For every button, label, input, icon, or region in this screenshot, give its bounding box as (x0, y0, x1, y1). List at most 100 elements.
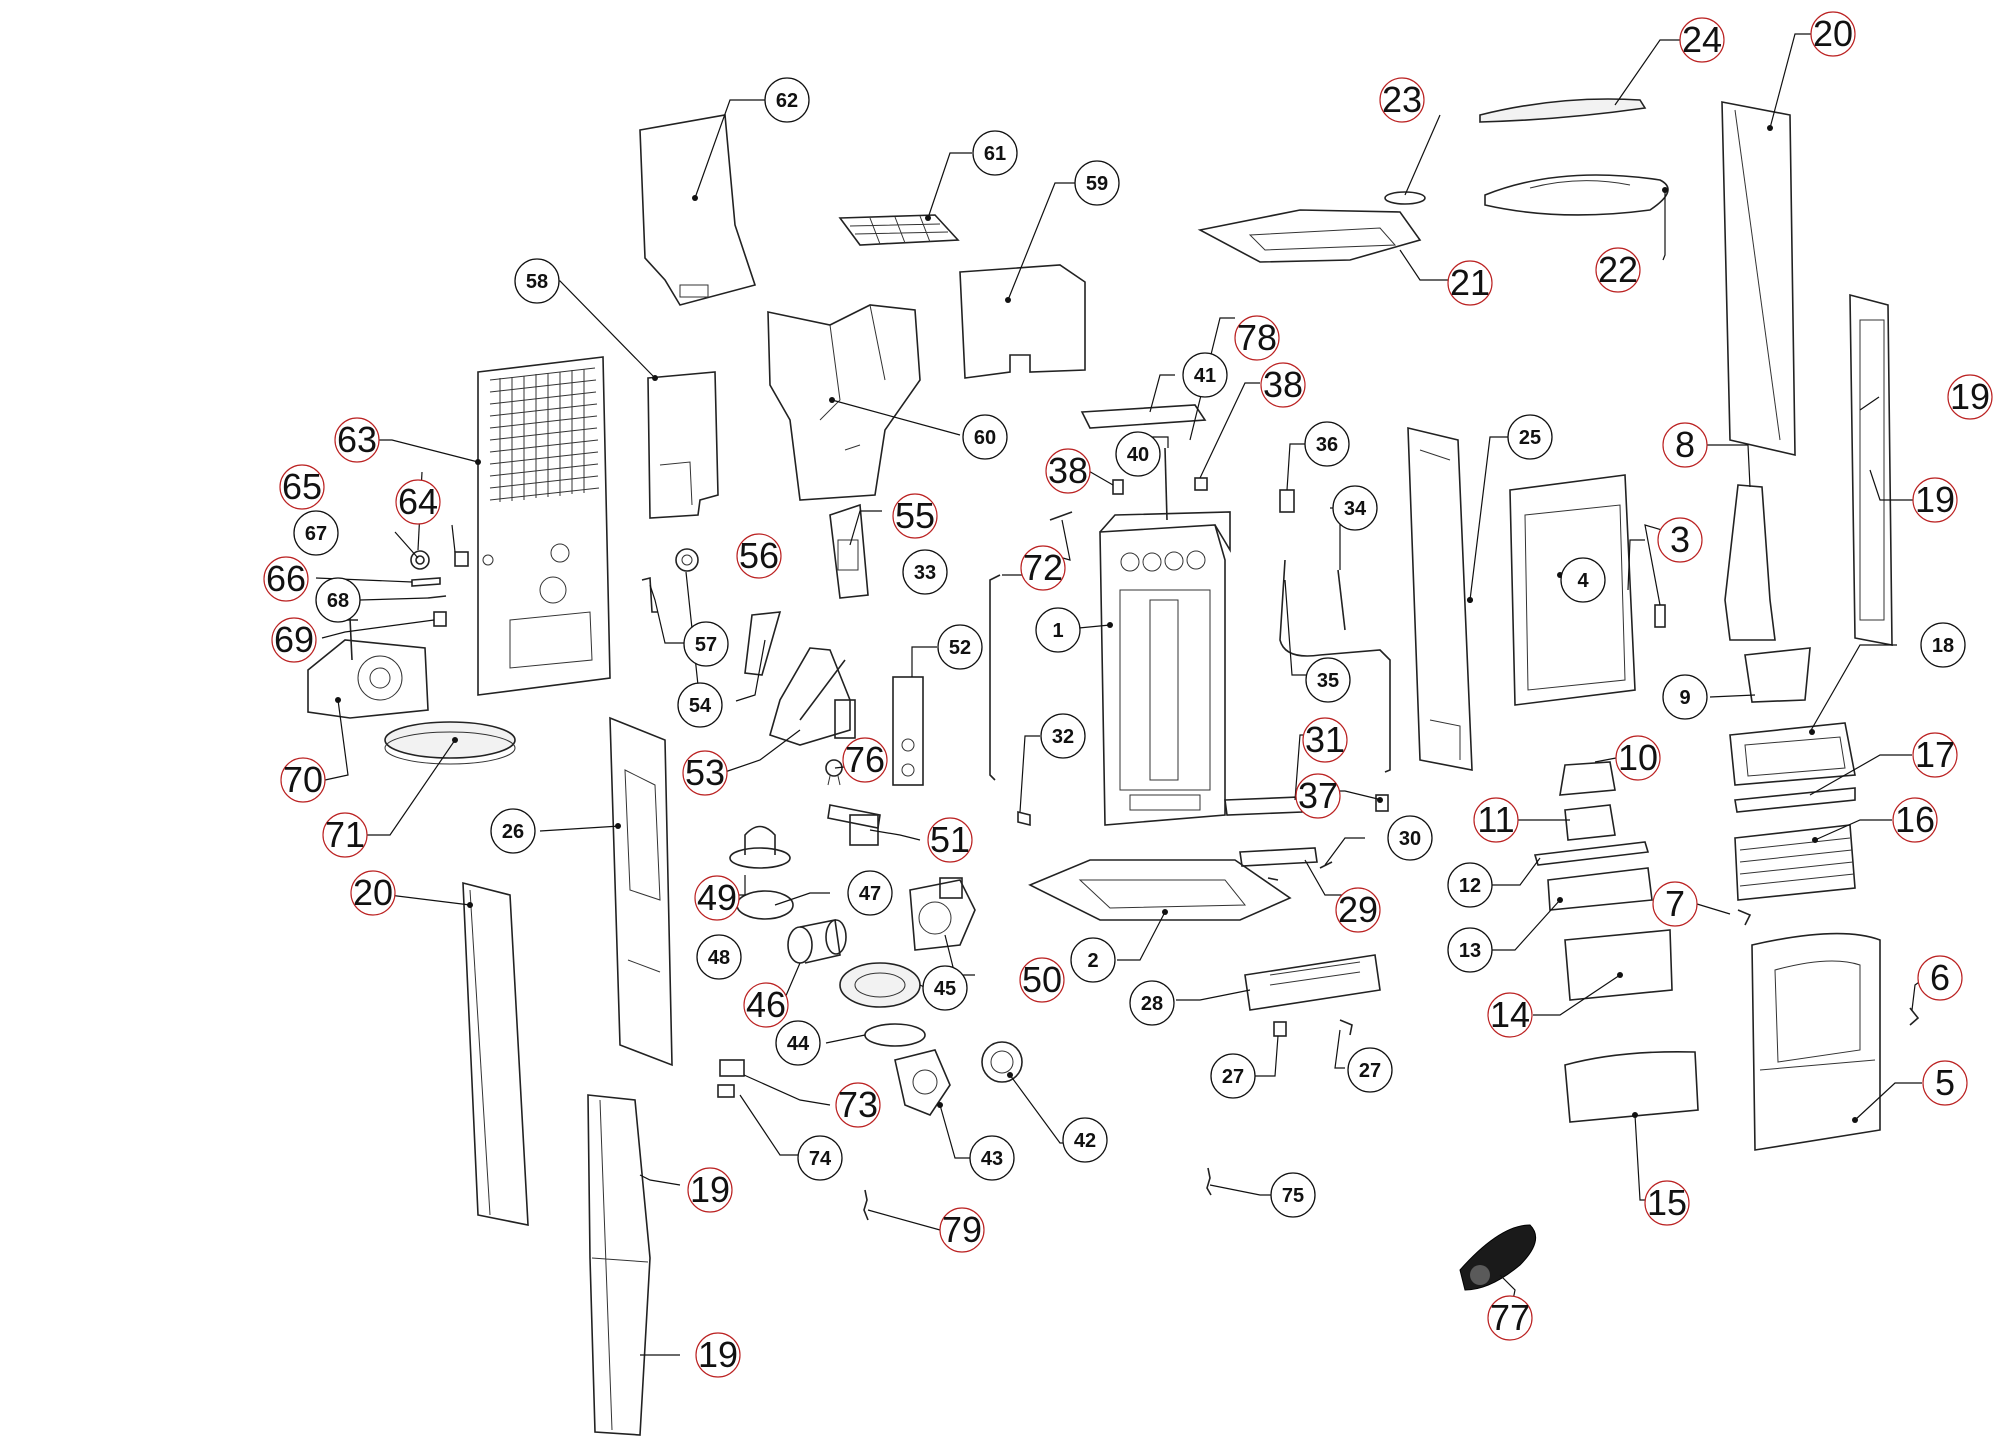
svg-text:3: 3 (1670, 519, 1690, 560)
callout-78: 78 (1234, 315, 1280, 361)
svg-text:51: 51 (930, 819, 970, 860)
part-46-pipe (787, 919, 847, 964)
svg-text:58: 58 (526, 271, 548, 293)
svg-text:4: 4 (1577, 570, 1589, 592)
svg-text:20: 20 (1813, 13, 1853, 54)
callout-43: 43 (969, 1135, 1015, 1181)
svg-text:42: 42 (1074, 1130, 1096, 1152)
part-37-fitting (1375, 794, 1389, 812)
svg-text:23: 23 (1382, 79, 1422, 120)
callout-22: 22 (1595, 247, 1641, 293)
svg-text:65: 65 (282, 466, 322, 507)
callout-56: 56 (736, 533, 782, 579)
svg-text:36: 36 (1316, 434, 1338, 456)
svg-text:77: 77 (1490, 1297, 1530, 1338)
part-15-panel (1564, 1050, 1699, 1123)
svg-text:2: 2 (1087, 950, 1098, 972)
part-3-door-frame (1509, 474, 1636, 706)
callout-24: 24 (1679, 17, 1725, 63)
callout-labels: 62 61 59 60 58 67 68 57 54 33 52 32 1 40… (263, 11, 1993, 1378)
svg-text:31: 31 (1305, 719, 1345, 760)
part-18-ashpan-frame (1729, 722, 1856, 786)
svg-text:16: 16 (1895, 799, 1935, 840)
svg-text:25: 25 (1519, 427, 1541, 449)
part-32-fitting (1017, 810, 1031, 827)
svg-text:54: 54 (689, 695, 712, 717)
callout-21: 21 (1447, 260, 1493, 306)
svg-text:72: 72 (1023, 547, 1063, 588)
part-40-rod (1164, 447, 1168, 521)
callout-19-right-bottom: 19 (1912, 477, 1958, 523)
svg-text:38: 38 (1263, 364, 1303, 405)
part-10-block (1559, 761, 1616, 796)
part-20-left-side-panel (462, 881, 529, 1226)
svg-text:59: 59 (1086, 173, 1108, 195)
callout-31: 31 (1302, 717, 1348, 763)
part-28-bracket (1244, 954, 1381, 1011)
callout-19-right-top: 19 (1947, 374, 1993, 420)
part-21-top-casting (1197, 209, 1422, 263)
callout-61: 61 (972, 130, 1018, 176)
svg-text:5: 5 (1935, 1062, 1955, 1103)
part-73-74-sensor (717, 1059, 745, 1098)
svg-text:7: 7 (1665, 883, 1685, 924)
svg-text:66: 66 (266, 558, 306, 599)
callout-44: 44 (775, 1020, 821, 1066)
part-17-strip (1734, 787, 1856, 813)
callout-48: 48 (696, 934, 742, 980)
svg-text:1: 1 (1052, 620, 1063, 642)
svg-text:52: 52 (949, 637, 971, 659)
callout-75: 75 (1270, 1172, 1316, 1218)
svg-text:37: 37 (1298, 775, 1338, 816)
svg-text:22: 22 (1598, 249, 1638, 290)
svg-text:19: 19 (690, 1169, 730, 1210)
part-9-bracket (1744, 647, 1811, 703)
callout-58: 58 (514, 258, 560, 304)
callout-63: 63 (334, 417, 380, 463)
svg-text:21: 21 (1450, 262, 1490, 303)
callout-33: 33 (902, 549, 948, 595)
part-63-back-panel (477, 356, 611, 696)
svg-text:67: 67 (305, 523, 327, 545)
svg-text:74: 74 (809, 1148, 832, 1170)
callout-30: 30 (1387, 815, 1433, 861)
svg-text:78: 78 (1237, 317, 1277, 358)
svg-text:76: 76 (845, 739, 885, 780)
callout-37: 37 (1295, 773, 1341, 819)
callout-70: 70 (280, 757, 326, 803)
svg-text:75: 75 (1282, 1185, 1304, 1207)
part-23-cap (1384, 191, 1426, 205)
part-26-side-panel (609, 716, 673, 1067)
svg-text:8: 8 (1675, 424, 1695, 465)
callout-60: 60 (962, 414, 1008, 460)
callout-69: 69 (271, 617, 317, 663)
svg-text:46: 46 (746, 984, 786, 1025)
callout-13: 13 (1447, 927, 1493, 973)
svg-text:10: 10 (1618, 737, 1658, 778)
svg-text:79: 79 (942, 1209, 982, 1250)
callout-32: 32 (1040, 713, 1086, 759)
callout-38-right: 38 (1260, 362, 1306, 408)
part-57-bracket (641, 576, 658, 613)
svg-text:49: 49 (697, 877, 737, 918)
callout-4: 4 (1560, 557, 1606, 603)
svg-text:71: 71 (325, 814, 365, 855)
part-6-knob (1909, 1007, 1920, 1026)
svg-text:48: 48 (708, 947, 730, 969)
callout-52: 52 (937, 624, 983, 670)
callout-66: 66 (263, 556, 309, 602)
part-59-plate (959, 264, 1086, 379)
part-30-screws (1267, 861, 1333, 881)
svg-text:14: 14 (1490, 994, 1530, 1035)
part-62-panel (639, 114, 757, 306)
callout-2: 2 (1070, 937, 1116, 983)
callout-6: 6 (1917, 955, 1963, 1001)
part-2-base-plate (1028, 859, 1292, 921)
part-42-gasket (981, 1041, 1023, 1083)
svg-text:19: 19 (1950, 376, 1990, 417)
callout-5: 5 (1922, 1060, 1968, 1106)
callout-8: 8 (1662, 422, 1708, 468)
callout-51: 51 (927, 817, 973, 863)
callout-17: 17 (1912, 732, 1958, 778)
svg-text:18: 18 (1932, 635, 1954, 657)
